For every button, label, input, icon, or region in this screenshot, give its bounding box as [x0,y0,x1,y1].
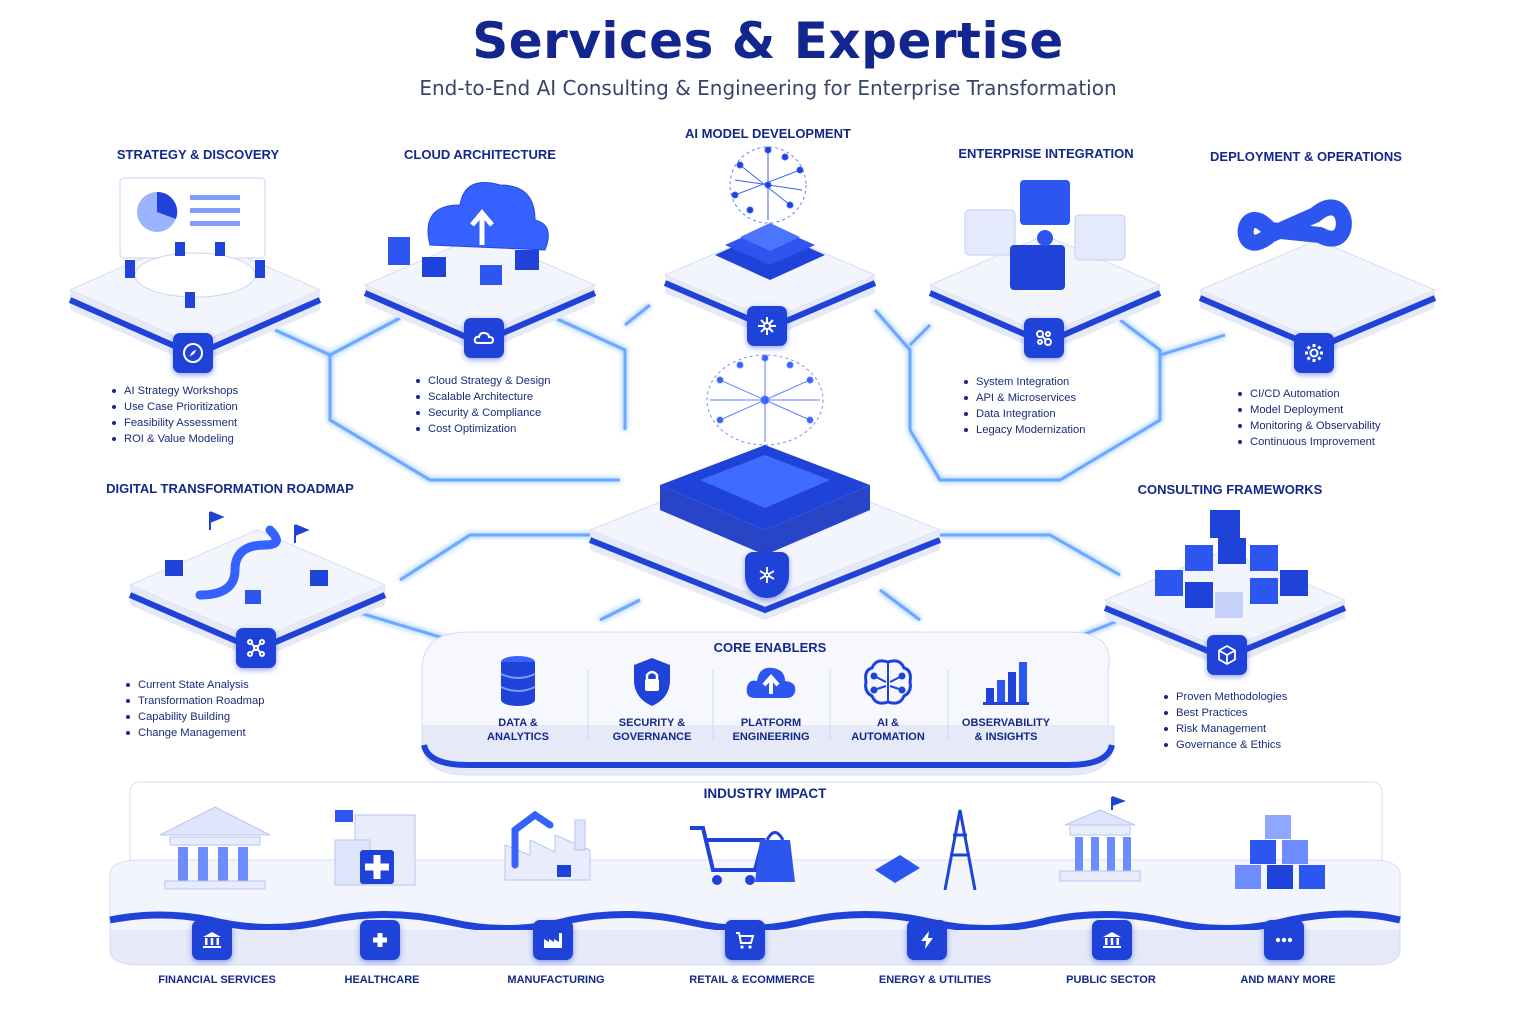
cloud-platform [363,182,597,345]
service-title-integration: ENTERPRISE INTEGRATION [958,146,1134,161]
cloud-icon [464,318,504,358]
industry-platform [109,781,1401,966]
list-item: Continuous Improvement [1236,434,1381,450]
enabler-platform-engineering: PLATFORM ENGINEERING [713,654,829,744]
enabler-label: ENGINEERING [732,731,810,743]
enabler-label: GOVERNANCE [612,731,692,743]
service-title-strategy: STRATEGY & DISCOVERY [116,147,280,162]
graph-nodes-icon [236,628,276,668]
enabler-label: AI & [877,717,899,729]
enabler-label: DATA & [498,717,538,729]
list-item: Risk Management [1162,721,1287,737]
list-item: Monitoring & Observability [1236,418,1381,434]
service-title-roadmap: DIGITAL TRANSFORMATION ROADMAP [106,481,354,496]
list-item: System Integration [962,374,1085,390]
enabler-observability: OBSERVABILITY & INSIGHTS [948,654,1064,744]
ai-model-platform [663,146,877,335]
list-item: Legacy Modernization [962,422,1085,438]
service-title-cloud: CLOUD ARCHITECTURE [404,147,556,162]
cloud-list: Cloud Strategy & Design Scalable Archite… [414,373,551,437]
compass-icon [173,333,213,373]
list-item: API & Microservices [962,390,1085,406]
list-item: AI Strategy Workshops [110,383,238,399]
enabler-label: AUTOMATION [851,731,925,743]
integration-list: System Integration API & Microservices D… [962,374,1085,438]
enabler-label: PLATFORM [740,717,802,729]
more-icon [1264,920,1304,960]
bank-icon [192,920,232,960]
factory-icon [533,920,573,960]
list-item: Model Deployment [1236,402,1381,418]
industry-label-public-sector: PUBLIC SECTOR [1066,974,1156,986]
enabler-label: SECURITY & [618,717,686,729]
shield-lock-icon [634,658,670,706]
page-title: Services & Expertise [472,12,1064,70]
industry-label-manufacturing: MANUFACTURING [507,974,605,986]
frameworks-platform [1103,510,1347,668]
service-title-ai-model: AI MODEL DEVELOPMENT [685,126,851,141]
enabler-ai-automation: AI & AUTOMATION [830,654,946,744]
integration-platform [928,180,1162,350]
list-item: ROI & Value Modeling [110,431,238,447]
strategy-platform [68,177,322,360]
brain-icon [864,659,912,705]
central-ai-hub [588,354,942,620]
list-item: Current State Analysis [124,677,264,693]
cube-icon [1207,635,1247,675]
government-icon [1092,920,1132,960]
neural-network-icon [747,306,787,346]
industry-label-more: AND MANY MORE [1240,974,1336,986]
list-item: Best Practices [1162,705,1287,721]
enabler-label: OBSERVABILITY [961,717,1051,729]
lightning-icon [907,920,947,960]
deployment-list: CI/CD Automation Model Deployment Monito… [1236,386,1381,450]
roadmap-list: Current State Analysis Transformation Ro… [124,677,264,741]
gear-icon [1294,333,1334,373]
list-item: Cloud Strategy & Design [414,373,551,389]
industry-label-retail: RETAIL & ECOMMERCE [689,974,815,986]
list-item: CI/CD Automation [1236,386,1381,402]
industry-label-energy: ENERGY & UTILITIES [878,974,992,986]
enabler-security-governance: SECURITY & GOVERNANCE [594,654,710,744]
list-item: Scalable Architecture [414,389,551,405]
list-item: Security & Compliance [414,405,551,421]
service-title-deployment: DEPLOYMENT & OPERATIONS [1210,149,1402,164]
list-item: Transformation Roadmap [124,693,264,709]
industry-label-healthcare: HEALTHCARE [344,974,420,986]
core-enablers-title: CORE ENABLERS [713,640,827,655]
industry-impact-title: INDUSTRY IMPACT [703,786,827,801]
list-item: Use Case Prioritization [110,399,238,415]
cloud-upload-icon [746,667,796,698]
bar-chart-icon [983,662,1029,705]
list-item: Change Management [124,725,264,741]
page-subtitle: End-to-End AI Consulting & Engineering f… [419,76,1117,100]
cart-icon [725,920,765,960]
list-item: Data Integration [962,406,1085,422]
service-title-frameworks: CONSULTING FRAMEWORKS [1137,482,1323,497]
shield-brain-icon [745,552,789,598]
list-item: Capability Building [124,709,264,725]
industry-label-financial: FINANCIAL SERVICES [158,974,276,986]
enabler-label: ANALYTICS [487,731,549,743]
list-item: Cost Optimization [414,421,551,437]
strategy-list: AI Strategy Workshops Use Case Prioritiz… [110,383,238,447]
list-item: Feasibility Assessment [110,415,238,431]
database-icon [500,656,536,706]
enabler-data-analytics: DATA & ANALYTICS [460,654,576,744]
medical-cross-icon [360,920,400,960]
enabler-label: & INSIGHTS [974,731,1038,743]
frameworks-list: Proven Methodologies Best Practices Risk… [1162,689,1287,753]
list-item: Proven Methodologies [1162,689,1287,705]
integration-icon [1024,318,1064,358]
list-item: Governance & Ethics [1162,737,1287,753]
